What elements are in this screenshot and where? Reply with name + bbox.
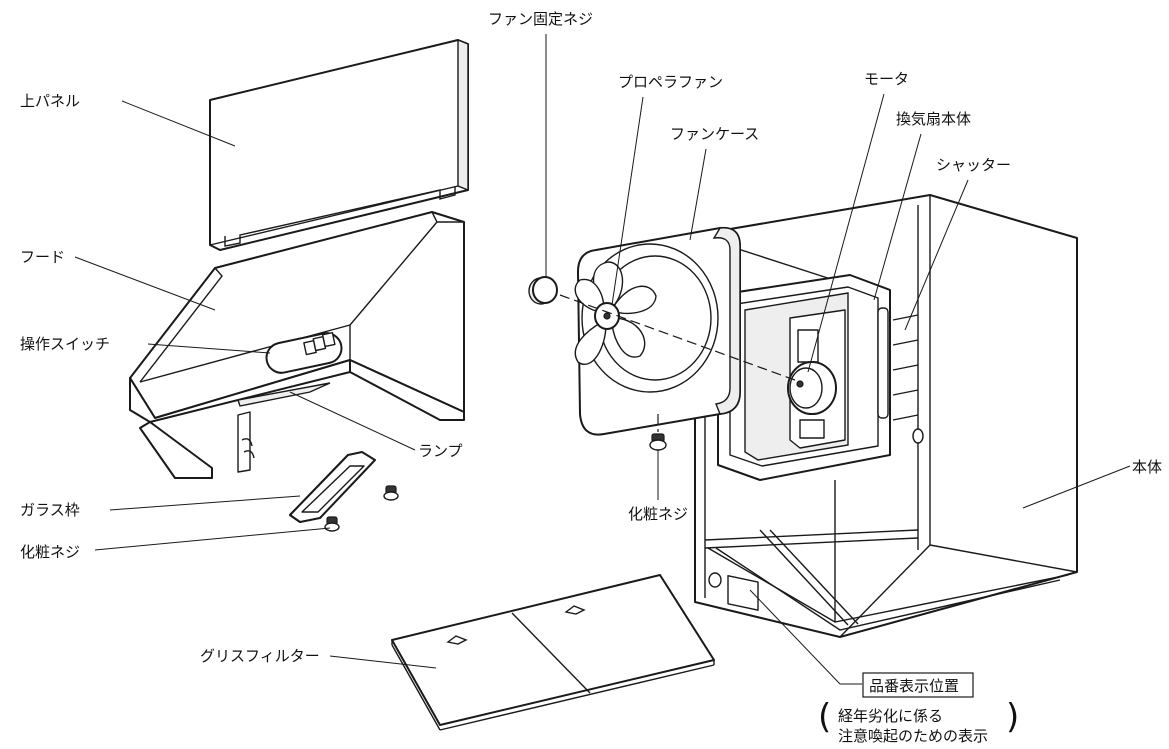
motor-part xyxy=(787,361,837,415)
label-motor: モータ xyxy=(864,70,909,88)
hood-part xyxy=(129,211,465,479)
leader-lines xyxy=(74,34,1131,685)
label-decorative-screw-center: 化粧ネジ xyxy=(628,505,688,523)
note-close-paren: ) xyxy=(1006,697,1019,737)
note-line-1: 経年劣化に係る xyxy=(838,707,943,725)
label-grease-filter: グリスフィルター xyxy=(200,647,320,665)
axis-line xyxy=(559,294,796,381)
decorative-screw-center-part xyxy=(649,414,667,451)
label-fan-case: ファンケース xyxy=(670,125,759,143)
label-hood: フード xyxy=(20,248,65,266)
label-propeller-fan: プロペラファン xyxy=(618,73,723,91)
operation-switch-part xyxy=(265,331,343,374)
fan-fixing-screw-part xyxy=(528,276,558,305)
label-top-panel: 上パネル xyxy=(20,92,80,110)
label-fan-fixing-screw: ファン固定ネジ xyxy=(488,10,593,28)
label-product-number-position: 品番表示位置 xyxy=(869,677,959,695)
label-fan-body: 換気扇本体 xyxy=(896,110,971,128)
label-shutter: シャッター xyxy=(936,156,1011,174)
shutter-part xyxy=(892,314,919,421)
product-number-label-group: 品番表示位置 ( 経年劣化に係る 注意喚起のための表示 ) xyxy=(818,672,1019,745)
label-decorative-screw-left: 化粧ネジ xyxy=(20,543,80,561)
top-panel-part xyxy=(209,38,469,251)
label-glass-frame: ガラス枠 xyxy=(20,501,80,519)
label-main-body: 本体 xyxy=(1132,458,1162,476)
note-line-2: 注意喚起のための表示 xyxy=(838,727,988,745)
glass-frame-part xyxy=(289,451,376,523)
note-open-paren: ( xyxy=(818,697,831,737)
propeller-fan-part xyxy=(574,261,657,365)
decorative-screws-left-part xyxy=(324,485,399,532)
label-lamp: ランプ xyxy=(418,442,463,460)
grease-filter-part xyxy=(391,574,715,731)
product-number-box xyxy=(862,672,974,698)
label-operation-switch: 操作スイッチ xyxy=(20,335,110,353)
labels: 上パネル フード 操作スイッチ ランプ ガラス枠 化粧ネジ グリスフィルター フ… xyxy=(20,10,1162,665)
